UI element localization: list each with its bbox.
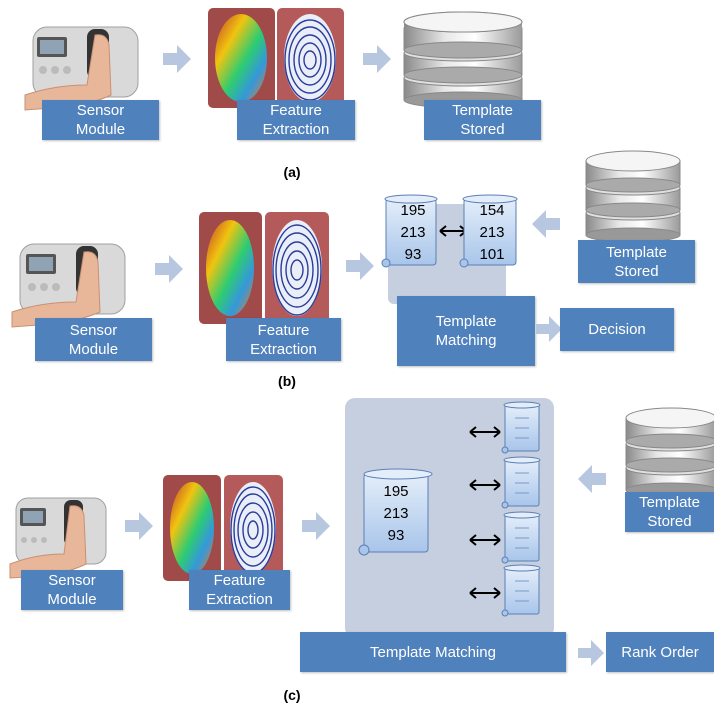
- flow-arrow-icon: [578, 465, 606, 498]
- fingerprint-feature-image-c: [163, 475, 283, 581]
- database-icon: [623, 402, 714, 498]
- compare-arrow-icon: [469, 586, 501, 604]
- flow-arrow-icon: [363, 45, 391, 78]
- flow-arrow-icon: [155, 255, 183, 288]
- sensor-module-label-a: Sensor Module: [42, 100, 159, 140]
- gallery-values-b: 154 213 101: [479, 202, 505, 263]
- template-matching-label-b: Template Matching: [397, 296, 535, 366]
- decision-label: Decision: [560, 308, 674, 351]
- flow-arrow-icon: [125, 512, 153, 545]
- feature-extraction-label-b: Feature Extraction: [226, 318, 341, 361]
- template-stored-label-c: Template Stored: [625, 492, 714, 532]
- fingerprint-sensor-image-c: [9, 488, 110, 579]
- fingerprint-sensor-image-b: [11, 232, 132, 328]
- gallery-template-scroll-icon: [500, 563, 542, 618]
- probe-values-c: 195 213 93: [383, 483, 409, 544]
- rank-order-label: Rank Order: [606, 632, 714, 672]
- fingerprint-feature-image-a: [208, 8, 344, 108]
- flow-arrow-icon: [532, 210, 560, 243]
- sensor-module-label-b: Sensor Module: [35, 318, 152, 361]
- caption-b: (b): [278, 373, 296, 389]
- flow-arrow-icon: [346, 252, 374, 285]
- compare-arrow-icon: [469, 425, 501, 443]
- gallery-template-scroll-icon: [500, 455, 542, 510]
- feature-extraction-label-a: Feature Extraction: [237, 100, 355, 140]
- compare-arrow-icon: [469, 533, 501, 551]
- probe-template-scroll-icon: [380, 193, 440, 271]
- compare-arrow-icon: [469, 478, 501, 496]
- flow-arrow-icon: [163, 45, 191, 78]
- fingerprint-sensor-image-a: [24, 15, 145, 111]
- caption-a: (a): [283, 164, 301, 180]
- probe-template-scroll-icon: [356, 466, 434, 558]
- gallery-template-scroll-icon: [500, 400, 542, 455]
- template-matching-label-c: Template Matching: [300, 632, 566, 672]
- sensor-module-label-c: Sensor Module: [21, 570, 123, 610]
- database-icon: [583, 145, 683, 243]
- flow-arrow-icon: [536, 316, 562, 347]
- caption-c: (c): [283, 687, 301, 703]
- template-stored-label-b: Template Stored: [578, 240, 695, 283]
- fingerprint-feature-image-b: [199, 212, 329, 324]
- probe-values-b: 195 213 93: [400, 202, 426, 263]
- feature-extraction-label-c: Feature Extraction: [189, 570, 290, 610]
- compare-arrow-icon: [439, 224, 467, 242]
- flow-arrow-icon: [302, 512, 330, 545]
- flow-arrow-icon: [578, 640, 604, 671]
- template-stored-label-a: Template Stored: [424, 100, 541, 140]
- database-icon: [400, 8, 526, 109]
- gallery-template-scroll-icon: [458, 193, 520, 271]
- gallery-template-scroll-icon: [500, 510, 542, 565]
